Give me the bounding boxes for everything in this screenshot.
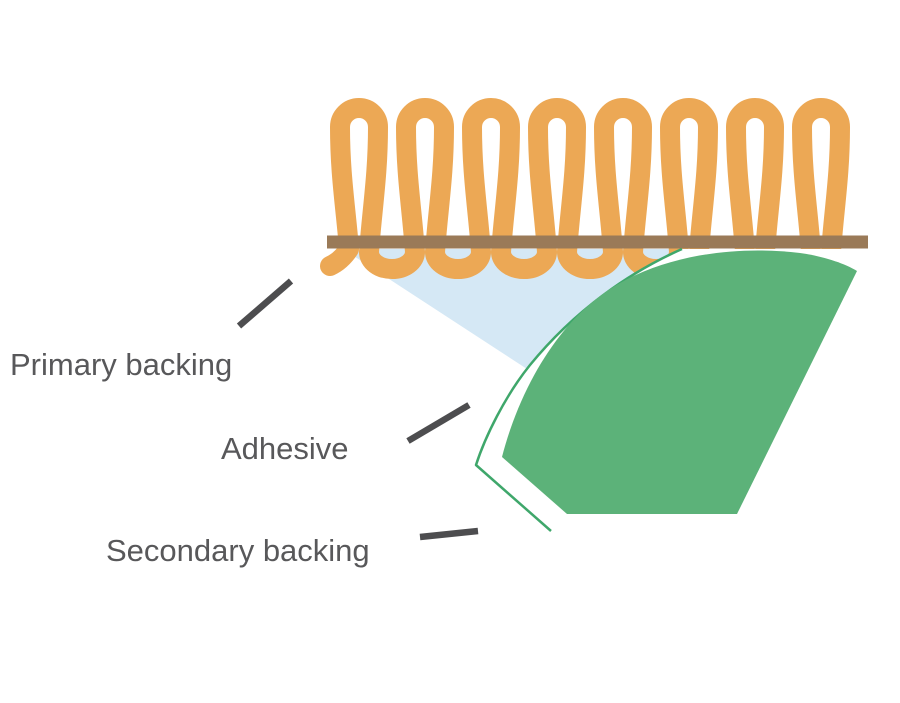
secondary-backing-outline (474, 247, 683, 532)
secondary-backing-sheet (502, 250, 857, 514)
adhesive-pointer-line (406, 402, 471, 444)
secondary-backing-label: Secondary backing (106, 533, 370, 568)
primary-backing-label: Primary backing (10, 347, 233, 382)
adhesive-label: Adhesive (221, 431, 349, 466)
yarn-loops (320, 98, 859, 279)
primary-backing-pointer-line (236, 278, 294, 329)
secondary-backing-pointer-line (419, 527, 479, 541)
adhesive-layer (343, 249, 682, 369)
